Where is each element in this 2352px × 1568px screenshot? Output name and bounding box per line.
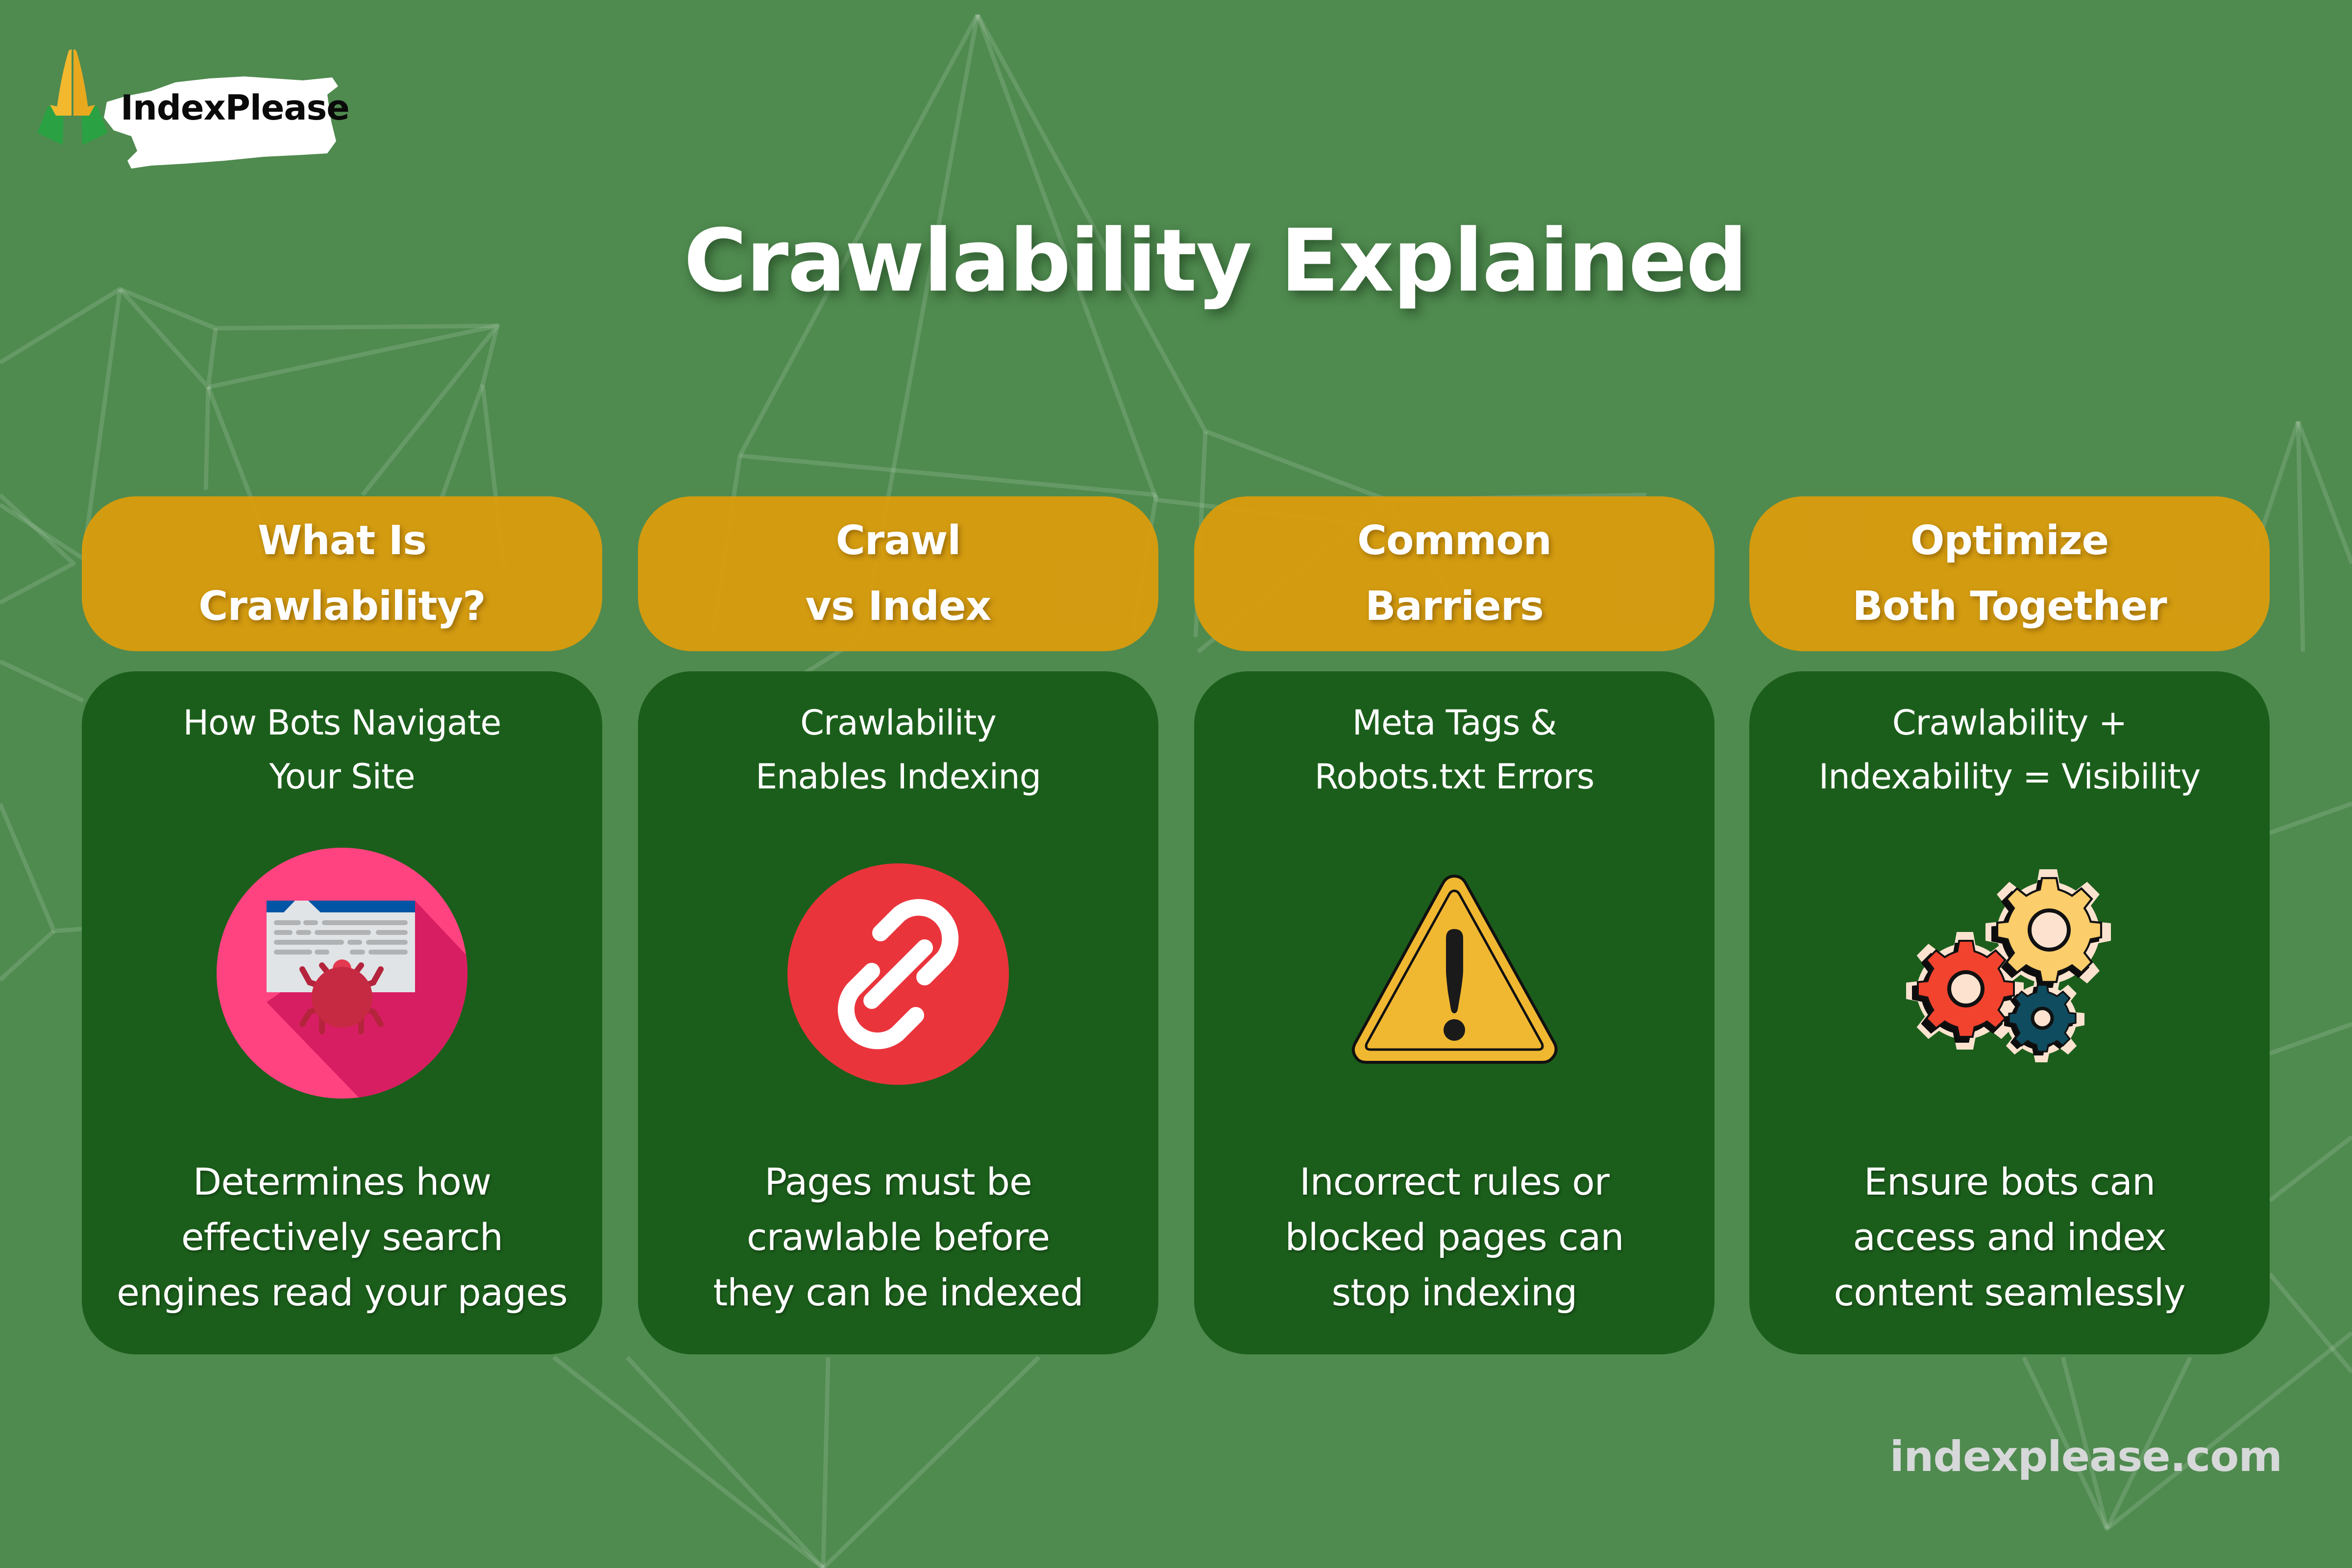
card-description: Determines how effectively search engine… [82, 1154, 602, 1320]
card-description-line: Incorrect rules or [1299, 1160, 1610, 1203]
card-body: Meta Tags & Robots.txt Errors Incorrect … [1194, 671, 1715, 1354]
footer-website-url[interactable]: indexplease.com [1889, 1432, 2282, 1481]
card-title-line: Common [1357, 517, 1552, 564]
card-description-line: Pages must be [764, 1160, 1032, 1203]
card-description-line: effectively search [181, 1215, 503, 1259]
card-header: Optimize Both Together [1749, 496, 2270, 651]
card-body: Crawlability Enables Indexing Pages must… [638, 671, 1158, 1354]
card-description-line: stop indexing [1331, 1271, 1578, 1314]
card-description: Ensure bots can access and index content… [1749, 1154, 2270, 1320]
card-body: How Bots Navigate Your Site [82, 671, 602, 1354]
card-description-line: Determines how [193, 1160, 491, 1203]
brush-stroke-background [104, 76, 338, 169]
card-subtitle: How Bots Navigate Your Site [82, 696, 602, 804]
web-page-bug-icon [217, 848, 467, 1099]
card-header: Common Barriers [1194, 496, 1715, 651]
card-description-line: content seamlessly [1834, 1271, 2185, 1314]
card-header: Crawl vs Index [638, 496, 1158, 651]
card-header: What Is Crawlability? [82, 496, 602, 651]
card-description-line: Ensure bots can [1863, 1160, 2156, 1203]
link-icon [787, 863, 1009, 1085]
card-description-line: crawlable before [746, 1215, 1050, 1259]
card-subtitle-line: Enables Indexing [755, 757, 1041, 797]
folded-hands-icon [37, 49, 108, 145]
card-subtitle: Crawlability + Indexability = Visibility [1749, 696, 2270, 804]
card-description-line: access and index [1853, 1215, 2166, 1259]
gears-icon [1906, 869, 2111, 1062]
card-subtitle-line: Crawlability + [1892, 703, 2128, 743]
card-subtitle-line: Your Site [269, 757, 415, 797]
card-title-line: Both Together [1852, 583, 2167, 630]
card-description: Pages must be crawlable before they can … [638, 1154, 1158, 1320]
card-title-line: Optimize [1910, 517, 2109, 564]
card-subtitle: Meta Tags & Robots.txt Errors [1194, 696, 1715, 804]
card-description-line: they can be indexed [713, 1271, 1083, 1314]
card-title-line: Crawlability? [198, 583, 486, 630]
brand-logo: IndexPlease [29, 44, 350, 176]
card-subtitle-line: Meta Tags & [1352, 703, 1557, 743]
card-description: Incorrect rules or blocked pages can sto… [1194, 1154, 1715, 1320]
card-subtitle-line: How Bots Navigate [183, 703, 502, 743]
card-subtitle-line: Robots.txt Errors [1314, 757, 1594, 797]
page-title: Crawlability Explained [684, 211, 1747, 311]
card-title-line: Barriers [1365, 583, 1544, 630]
warning-triangle-icon [1351, 874, 1558, 1064]
card-description-line: blocked pages can [1285, 1215, 1624, 1259]
brand-name: IndexPlease [121, 88, 350, 128]
card-subtitle: Crawlability Enables Indexing [638, 696, 1158, 804]
card-title-line: Crawl [835, 517, 961, 564]
card-subtitle-line: Crawlability [800, 703, 997, 743]
card-body: Crawlability + Indexability = Visibility [1749, 671, 2270, 1354]
card-subtitle-line: Indexability = Visibility [1818, 757, 2201, 797]
card-title-line: What Is [257, 517, 427, 564]
card-description-line: engines read your pages [117, 1271, 568, 1314]
card-title-line: vs Index [805, 583, 992, 630]
